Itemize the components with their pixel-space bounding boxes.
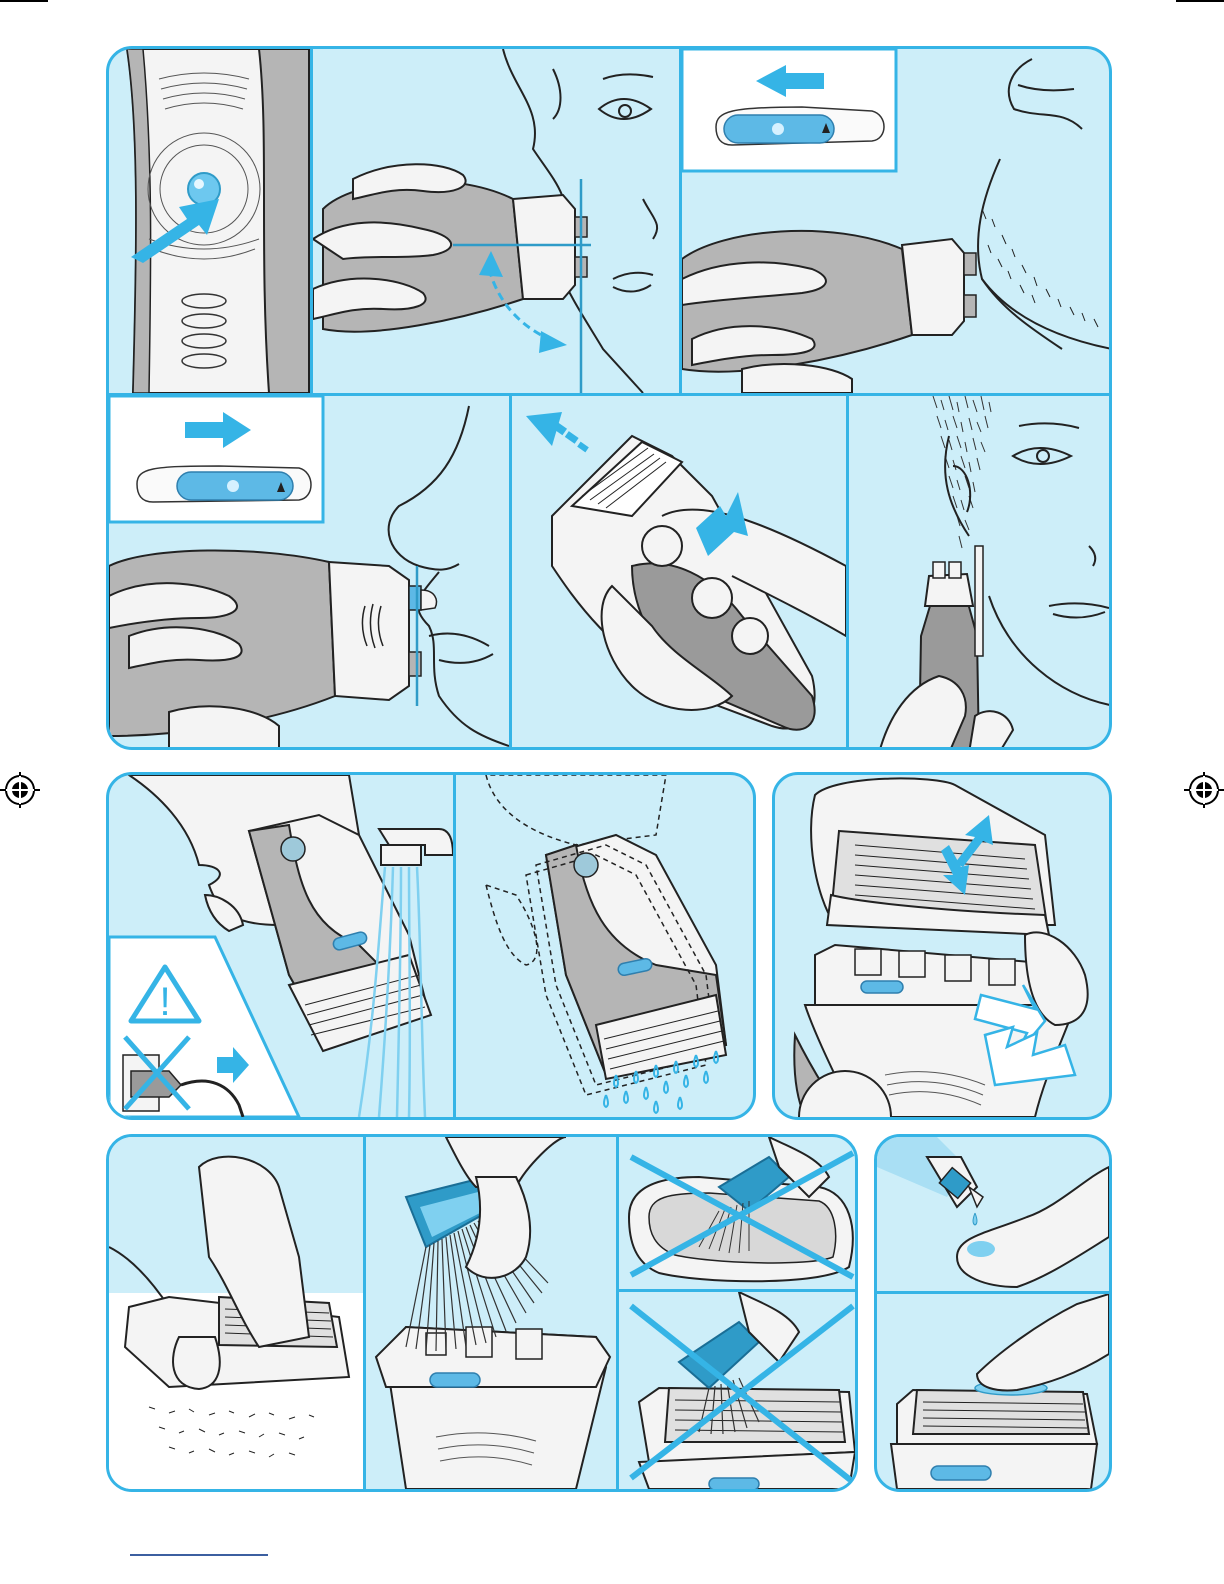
step-remove-shaver-head: [775, 775, 1109, 1117]
maintenance-panel: [106, 1134, 858, 1492]
crop-mark-top-left: [0, 0, 48, 2]
footer-rule: [130, 1554, 268, 1556]
remove-head-panel: [772, 772, 1112, 1120]
crop-mark-top-right: [1176, 0, 1224, 2]
step-oil-foil: [877, 1294, 1109, 1489]
step-rinse-under-tap: !: [109, 775, 453, 1117]
step-do-not-brush-foil-top: [619, 1137, 858, 1289]
step-brush-body: [366, 1137, 616, 1489]
step-shake-dry: [456, 775, 756, 1117]
step-sideburn-trim: [849, 396, 1112, 750]
cleaning-panel: !: [106, 772, 756, 1120]
step-shaver-angle: [313, 49, 679, 393]
operating-panel: [106, 46, 1112, 750]
step-long-hair-trimmer: [512, 396, 846, 750]
registration-mark-right: [1180, 768, 1224, 812]
registration-mark-left: [0, 768, 44, 812]
step-tap-out-head: [109, 1137, 363, 1489]
oil-panel: [874, 1134, 1112, 1492]
warning-icon: !: [159, 980, 170, 1024]
step-do-not-brush-foil-bottom: [619, 1292, 858, 1489]
step-switch-left: [682, 49, 1112, 393]
step-power-button: [109, 49, 311, 393]
step-oil-drop: [877, 1137, 1109, 1291]
step-switch-right: [109, 396, 509, 750]
